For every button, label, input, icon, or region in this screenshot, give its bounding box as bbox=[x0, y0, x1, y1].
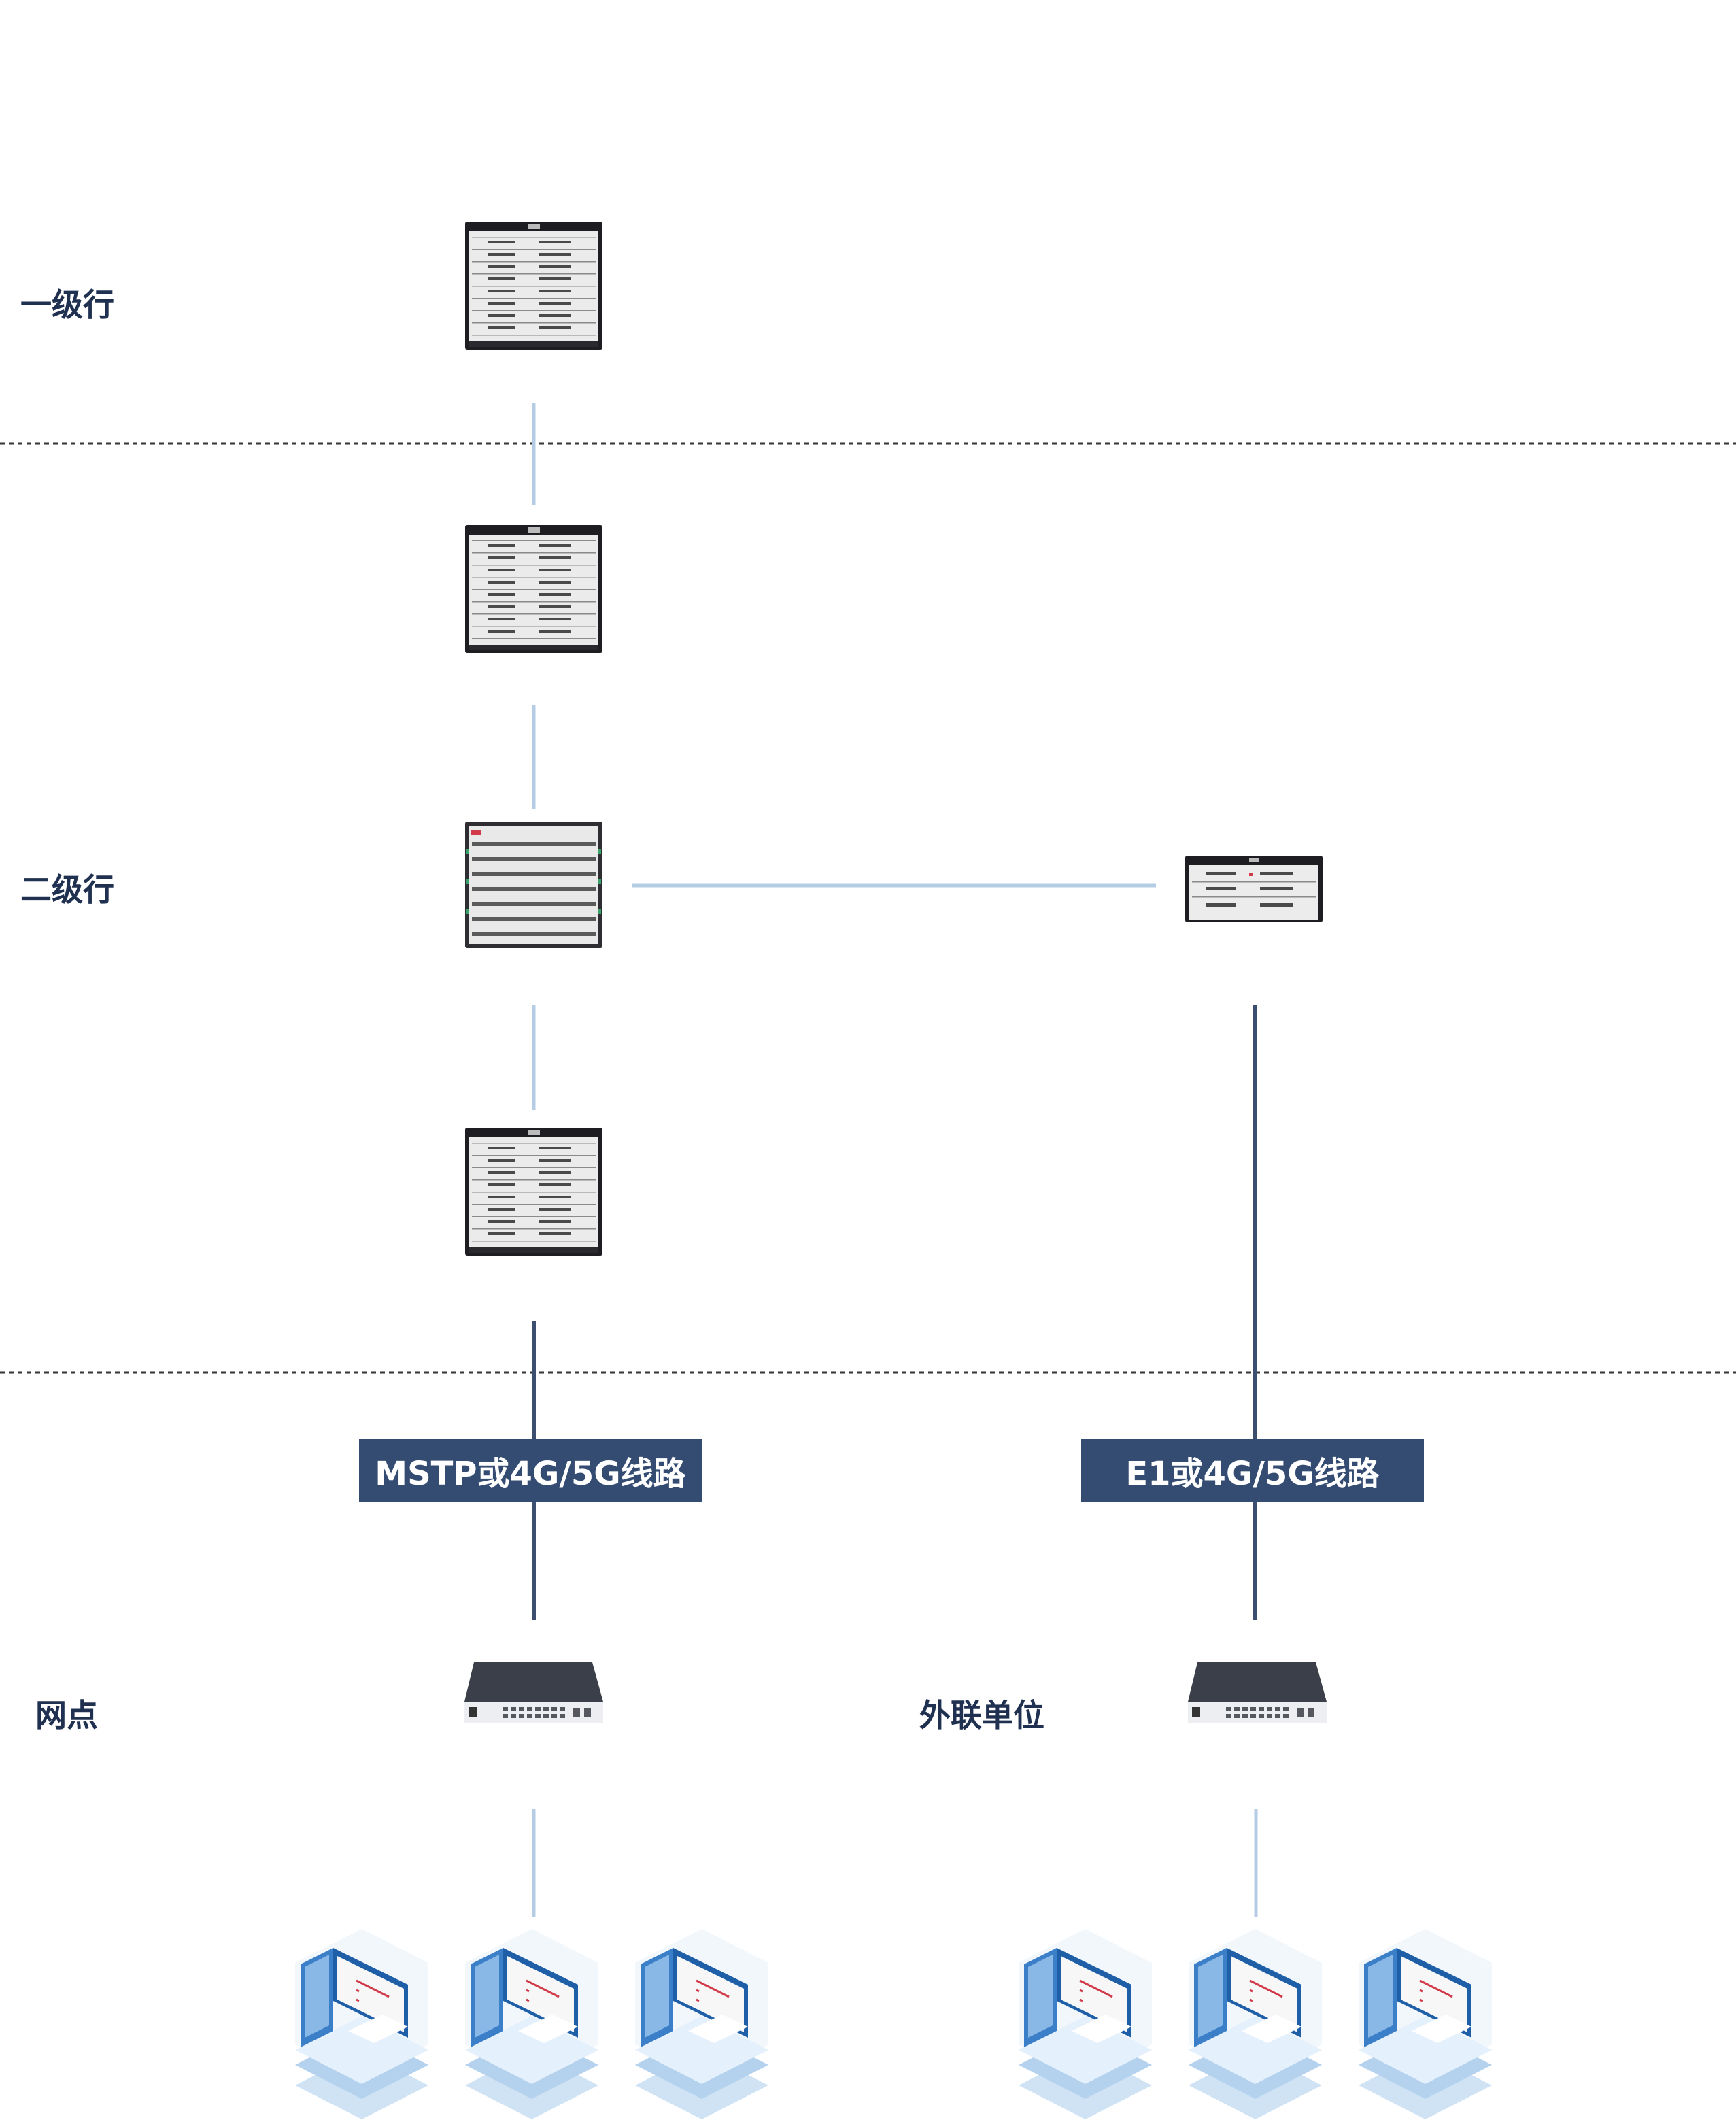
tier-label-level1: 一级行 bbox=[20, 286, 114, 323]
aggregation-switch-icon bbox=[465, 525, 602, 653]
tier-label-external: 外联单位 bbox=[919, 1697, 1044, 1734]
branch-terminal-icon bbox=[294, 1927, 430, 2121]
external-terminal-icon bbox=[1017, 1927, 1153, 2121]
branch-terminal-icon bbox=[464, 1927, 600, 2121]
branch-access-switch-icon bbox=[464, 1662, 603, 1723]
branch-terminal-icon bbox=[634, 1927, 770, 2121]
external-terminal-icon bbox=[1357, 1927, 1493, 2121]
level2-core-switch-icon bbox=[465, 822, 602, 948]
tier-label-level2: 二级行 bbox=[20, 871, 114, 908]
external-router-icon bbox=[1185, 856, 1323, 922]
core-switch-level1-icon bbox=[465, 222, 602, 350]
external-terminal-icon bbox=[1187, 1927, 1323, 2121]
access-aggregation-switch-icon bbox=[465, 1128, 602, 1256]
tier-label-branch: 网点 bbox=[35, 1697, 98, 1734]
wan-tag-left: MSTP或4G/5G线路 bbox=[359, 1439, 702, 1502]
external-access-switch-icon bbox=[1188, 1662, 1327, 1723]
wan-tag-right: E1或4G/5G线路 bbox=[1081, 1439, 1424, 1502]
